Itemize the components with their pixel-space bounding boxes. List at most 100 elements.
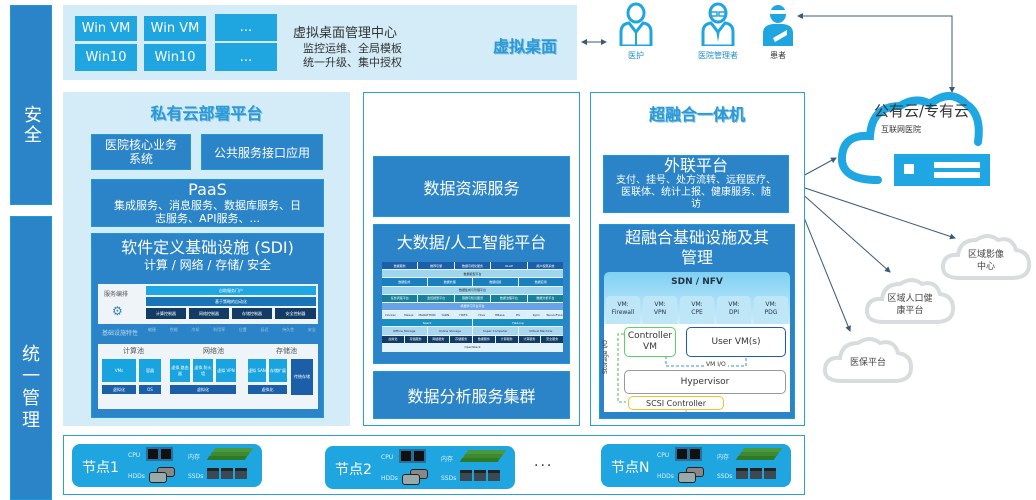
stack-cell: 数据处理 (427, 278, 472, 286)
controller: 计算控制器 (146, 308, 186, 319)
stack-cell: HBase (491, 311, 509, 319)
data-resource-service-box[interactable]: 数据资源服务 (373, 156, 570, 217)
feature-item: 敏捷 (148, 327, 156, 332)
hci-infra-box[interactable]: 超融合基础设施及其 管理 SDN / NFV VM:Firewall VM:VP… (599, 224, 795, 419)
gears-icon: ⚙ (112, 304, 123, 318)
sdi-subtitle: 计算 / 网络 / 存储/ 安全 (143, 258, 272, 272)
stack-cell: 数据挖掘 (473, 278, 518, 286)
stack-cell: OpenStack (382, 343, 563, 351)
stack-cell: 数据服务 (382, 262, 418, 270)
cloud-icon (940, 234, 1032, 280)
cloud-label-line: 医保平台 (849, 358, 886, 368)
hci-diagram: Storage I/O Controller VM User VM(s) VM … (602, 324, 790, 412)
stack-cell: HDFS (454, 311, 473, 319)
vm-box[interactable]: ... (215, 43, 277, 71)
stack-cell: 存储服务 (404, 335, 427, 343)
node-name: 节点N (611, 460, 650, 476)
memory-icon (735, 448, 783, 462)
stack-cell: 数据模型平台 (382, 270, 563, 278)
patient-cloud-arrow (798, 15, 955, 93)
virtual-desktop-panel: Win VM Win10 Win VM Win10 ... ... 虚拟桌面管理… (63, 5, 577, 80)
hypervisor-label: Hypervisor (680, 377, 730, 387)
external-desc-line: 访 (691, 199, 701, 210)
vm-label: Win VM (81, 21, 131, 36)
pool-base: OS (139, 385, 161, 394)
pool-item: 传统存储 (291, 359, 313, 395)
doctor-icon (619, 2, 653, 48)
stack-cell: 安全服务 (541, 335, 563, 343)
paas-desc-line: 志服务、API服务、... (155, 212, 260, 225)
vm-io-label: VM I/O (704, 361, 728, 368)
feature-item: 冷却 (191, 327, 200, 332)
external-platform-box[interactable]: 外联平台 支付、挂号、处方流转、远程医疗、 医联体、统计上报、健康服务、随 访 (603, 155, 789, 213)
hci-title-line: 管理 (680, 248, 713, 267)
virtual-desktop-title: 虚拟桌面 (493, 37, 558, 56)
memory-label: 内存 (441, 456, 454, 463)
orchestration-label: 服务编排 (104, 291, 129, 298)
node-name: 节点2 (335, 462, 372, 478)
vdi-center-line2: 统一升级、集中授权 (303, 56, 402, 69)
policy-automation: 基于策略的自动化 (146, 297, 316, 306)
stack-cell: 数据治理平台 (491, 294, 527, 302)
cloud-server-icon (837, 92, 990, 186)
cloud-label-line: 康平台 (896, 306, 924, 316)
core-system-box[interactable]: 医院核心业务 系统 (91, 134, 191, 170)
stack-cell: 推荐引擎 (418, 262, 454, 270)
public-cloud-subtitle: 互联网医院 (881, 125, 921, 134)
cpu-label: CPU (657, 452, 670, 459)
node-card[interactable]: 节点1 CPU HDDs 内存 SSDs (72, 444, 262, 487)
vm-box[interactable]: ... (215, 14, 277, 41)
pool-item: 虚拟 SAN (248, 359, 266, 382)
node-card[interactable]: 节点N CPU HDDs 内存 SSDs (601, 444, 791, 487)
stack-cell: OLAP (491, 262, 527, 270)
ssd-icon (736, 468, 776, 479)
paas-desc-line: 集成服务、消息服务、数据库服务、日 (114, 199, 301, 212)
vnf-box: VM:Firewall (606, 296, 640, 324)
cloud-label-line: 中心 (976, 262, 995, 272)
cpu-label: CPU (381, 454, 394, 461)
vm-box[interactable]: Win VM (75, 16, 137, 41)
user-patient: 患者 (756, 2, 800, 62)
external-desc-line: 医联体、统计上报、健康服务、随 (621, 187, 771, 198)
stack-cell: Virtual Machine (518, 327, 563, 335)
controller-vm-line: VM (643, 342, 657, 352)
pool-base: 虚拟化 (248, 385, 287, 394)
core-system-line: 医院核心业务 (104, 138, 177, 152)
vm-box[interactable]: Win10 (144, 44, 206, 71)
hdd-label: HDDs (657, 473, 674, 480)
stack-cell: Offline Storage (382, 327, 427, 335)
paas-box[interactable]: PaaS 集成服务、消息服务、数据库服务、日 志服务、API服务、... (91, 179, 324, 227)
self-service-portal: 自助服务门户 (146, 286, 316, 295)
pool-item: VMs (102, 359, 136, 382)
stack-cell: 数据集成 (382, 278, 427, 286)
orchestration-panel: 服务编排 ⚙ 自助服务门户 基于策略的自动化 计算控制器 网络控制器 存储控制器… (98, 284, 318, 324)
pool-base: 虚拟化 (102, 385, 136, 394)
sdi-box[interactable]: 软件定义基础设施 (SDI) 计算 / 网络 / 存储/ 安全 服务编排 ⚙ 自… (91, 233, 324, 418)
analysis-cluster-label: 数据分析服务集群 (407, 387, 536, 406)
hdd-icon (678, 467, 704, 483)
hci-title-line: 超融合基础设施及其 (624, 228, 769, 247)
public-api-box[interactable]: 公共服务接口应用 (201, 134, 323, 170)
stack-cell: Super Computer (473, 327, 518, 335)
vnf-box: VM:PDG (754, 296, 788, 324)
cpu-icon (148, 449, 171, 459)
cloud-label-line: 区域影像 (967, 250, 1004, 260)
mgmt-char-4: 理 (22, 410, 40, 431)
controller: 存储控制器 (232, 308, 272, 319)
vm-box[interactable]: Win VM (144, 16, 206, 41)
external-desc-line: 支付、挂号、处方流转、远程医疗、 (616, 175, 776, 186)
public-cloud: 公有云/专有云 互联网医院 (837, 92, 1028, 192)
vm-box[interactable]: Win10 (75, 44, 137, 71)
nodes-ellipsis: ... (534, 454, 554, 470)
analysis-cluster-box[interactable]: 数据分析服务集群 (373, 371, 570, 419)
node-card[interactable]: 节点2 CPU HDDs 内存 SSDs (325, 446, 515, 489)
stack-cell: Hive (473, 311, 491, 319)
feature-item: 延迟 (260, 327, 269, 332)
